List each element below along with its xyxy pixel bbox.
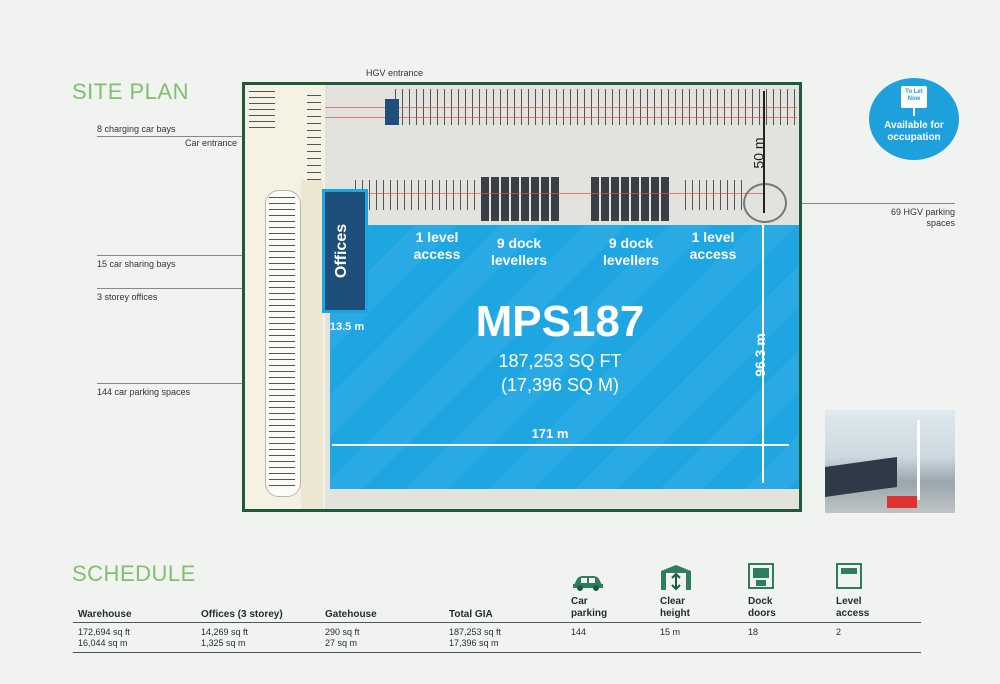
- car-parking-callout: 144 car parking spaces: [97, 387, 191, 397]
- area-sqm: (17,396 SQ M): [500, 375, 620, 395]
- offices-width-label: 13.5 m: [329, 321, 365, 333]
- charging-bays: [249, 91, 275, 131]
- unit-name: MPS187: [475, 297, 645, 346]
- offices-label: Offices: [333, 223, 350, 279]
- gatehouse-header: Gatehouse: [325, 609, 377, 620]
- warehouse-footprint: 1 level access 9 dock levellers 9 dock l…: [330, 225, 799, 489]
- warehouse-header: Warehouse: [78, 609, 132, 620]
- offices-callout: 3 storey offices: [97, 292, 158, 302]
- clear-height-value: 15 m: [660, 627, 681, 637]
- car-sharing-leader: [97, 255, 325, 256]
- availability-badge: To Let Now Available for occupation: [869, 78, 959, 160]
- hgv-parking-right: [685, 180, 745, 210]
- offices-block: Offices: [322, 189, 368, 313]
- to-let-sign-icon: To Let Now: [901, 86, 927, 108]
- dock-bays-left: [481, 177, 561, 221]
- to-let-sign-text: To Let Now: [905, 89, 923, 102]
- hgv-parking-leader: [772, 203, 955, 204]
- yard-marking: [345, 193, 765, 194]
- offices-header: Offices (3 storey): [201, 609, 283, 620]
- car-sharing-callout: 15 car sharing bays: [97, 259, 176, 269]
- total-gia-sqft: 187,253 sq ft: [449, 627, 502, 637]
- warehouse-sqm: 16,044 sq m: [78, 638, 128, 648]
- perimeter-path: [301, 180, 323, 509]
- offices-sqft: 14,269 sq ft: [201, 627, 249, 637]
- level-access-right-label: 1 level access: [689, 229, 737, 262]
- clear-height-icon: [661, 565, 691, 591]
- photo-pole: [917, 420, 920, 500]
- total-gia-header: Total GIA: [449, 609, 493, 620]
- car-entrance-callout: Car entrance: [185, 138, 238, 148]
- hgv-parking-middle: [355, 180, 485, 210]
- offices-leader: [97, 288, 343, 289]
- car-parking-leader: [97, 383, 297, 384]
- dock-doors-value: 18: [748, 627, 759, 637]
- dock-bays-right: [591, 177, 671, 221]
- offices-sqm: 1,325 sq m: [201, 638, 246, 648]
- yard-depth-line: [763, 91, 765, 213]
- photo-barrier: [887, 496, 917, 508]
- turning-circle: [743, 183, 787, 223]
- building-depth-label: 96.3 m: [752, 333, 768, 377]
- area-sqft: 187,253 SQ FT: [498, 351, 622, 371]
- clear-height-header: Clear height: [660, 596, 690, 619]
- building-depth-line: [762, 225, 764, 483]
- hgv-entrance-callout: HGV entrance: [366, 68, 424, 78]
- building-length-line: [332, 444, 789, 446]
- building-photo: [825, 410, 955, 513]
- level-access-value: 2: [836, 627, 842, 637]
- site-plan: 50 m 1 level access 9 dock levellers 9 d…: [242, 82, 802, 512]
- availability-text: Available for occupation: [884, 120, 944, 143]
- level-access-header: Level access: [836, 596, 870, 619]
- yard-depth-label: 50 m: [750, 137, 767, 169]
- hgv-parking-text: 69 HGV parking spaces: [890, 207, 955, 228]
- charging-bays-callout: 8 charging car bays: [97, 124, 176, 134]
- level-access-left-label: 1 level access: [413, 229, 461, 262]
- level-access-icon: [836, 563, 862, 589]
- charging-bays-leader: [97, 136, 282, 137]
- photo-building-shape: [825, 456, 897, 498]
- yard-marking: [325, 107, 797, 108]
- sign-post: [913, 108, 915, 116]
- dock-levellers-right-label: 9 dock levellers: [602, 235, 660, 268]
- total-gia-sqm: 17,396 sq m: [449, 638, 499, 648]
- car-parking-header: Car parking: [571, 596, 608, 619]
- gatehouse: [385, 99, 399, 125]
- dock-levellers-left-label: 9 dock levellers: [490, 235, 548, 268]
- schedule-bottom-rule: [73, 652, 921, 653]
- car-parking-stalls: [269, 197, 295, 487]
- gatehouse-sqft: 290 sq ft: [325, 627, 360, 637]
- dock-door-icon: [748, 563, 774, 589]
- gatehouse-sqm: 27 sq m: [325, 638, 358, 648]
- hgv-parking-callout: 69 HGV parking spaces: [870, 207, 955, 229]
- site-plan-heading: SITE PLAN: [72, 79, 189, 104]
- building-length-label: 171 m: [531, 426, 569, 441]
- yard-marking: [325, 117, 797, 118]
- schedule-heading: SCHEDULE: [72, 561, 196, 586]
- warehouse-sqft: 172,694 sq ft: [78, 627, 131, 637]
- schedule-header-rule: [73, 622, 921, 623]
- car-icon: [573, 576, 603, 591]
- car-parking-value: 144: [571, 627, 587, 637]
- dock-doors-header: Dock doors: [748, 596, 776, 619]
